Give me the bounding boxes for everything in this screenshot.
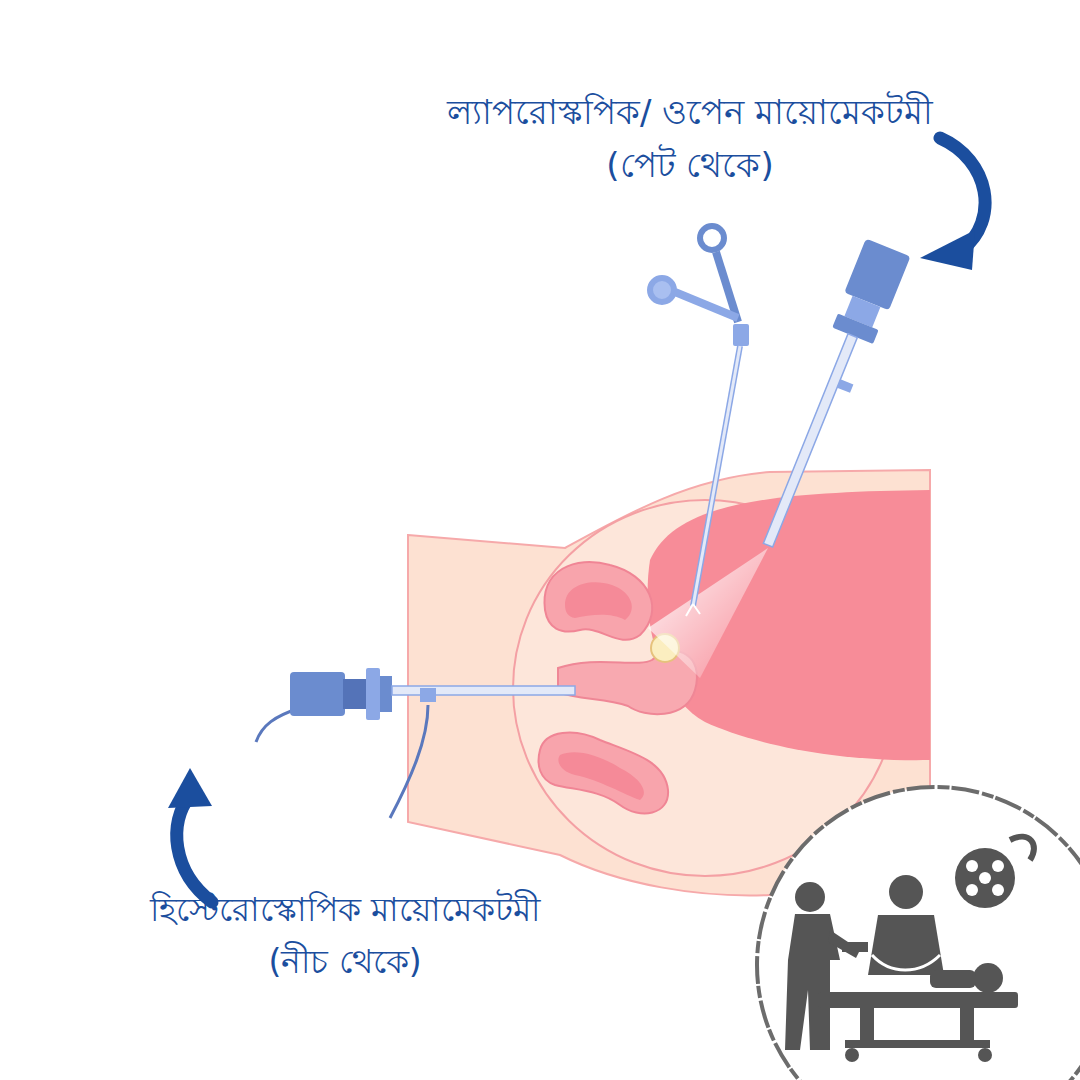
hysteroscope — [256, 668, 575, 818]
callout-label: হিস্টেরোস্কোপিক মায়োমেকটমী — [150, 890, 541, 930]
label-text: ল্যাপরোস্কপিক/ ওপেন মায়োমেকটমী — [447, 92, 933, 132]
pointer-arrow — [168, 768, 212, 902]
bladder — [545, 562, 653, 640]
callout-label: (পেট থেকে) — [606, 145, 773, 186]
callout-label: (নীচ থেকে) — [268, 942, 421, 982]
light-cone — [648, 548, 768, 678]
operating-room-icon — [757, 787, 1080, 1080]
pointer-arrow — [920, 138, 985, 270]
rectum — [539, 733, 669, 814]
label-text: (নীচ থেকে) — [268, 942, 421, 981]
callout-label: ল্যাপরোস্কপিক/ ওপেন মায়োমেকটমী — [447, 92, 933, 133]
label-text: (পেট থেকে) — [606, 145, 773, 185]
abdominal-cavity — [648, 490, 930, 760]
label-text: হিস্টেরোস্কোপিক মায়োমেকটমী — [150, 890, 541, 929]
laparoscopic-scissors — [650, 226, 749, 616]
laparoscope — [746, 239, 911, 555]
uterus — [558, 651, 697, 714]
